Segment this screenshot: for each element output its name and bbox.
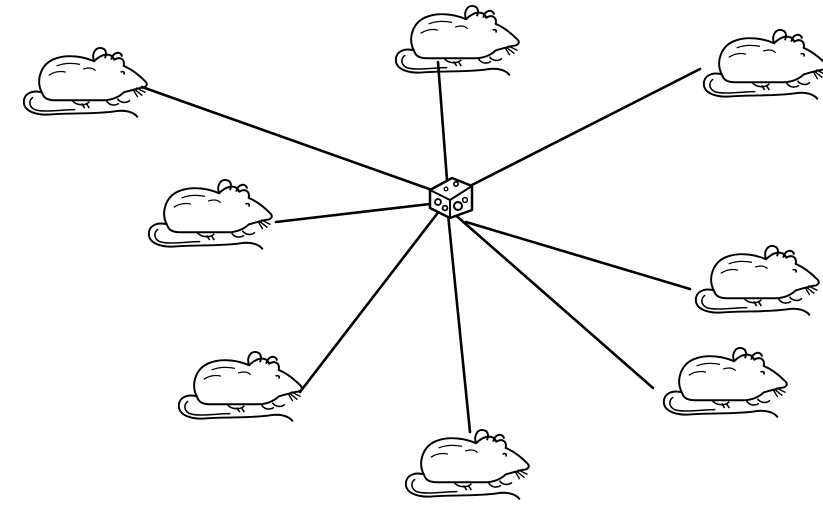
mouse-icon <box>179 352 302 421</box>
edge-mouse-bottom-left <box>300 210 440 392</box>
network-nodes <box>24 6 823 499</box>
mouse-icon <box>396 6 519 75</box>
mouse-icon <box>664 348 787 417</box>
cheese-icon <box>430 178 472 218</box>
edge-mouse-top <box>438 62 447 180</box>
network-edges <box>142 62 700 432</box>
mouse-icon <box>149 180 272 249</box>
mouse-icon <box>24 48 147 117</box>
edge-mouse-mid-left <box>276 204 430 222</box>
edge-mouse-bottom-right <box>452 212 653 388</box>
network-hub <box>430 178 472 218</box>
edge-mouse-top-left <box>142 87 432 190</box>
edge-mouse-bottom <box>448 214 470 432</box>
edge-mouse-top-right <box>466 69 700 188</box>
edge-mouse-mid-right <box>466 222 690 289</box>
mouse-icon <box>704 30 823 99</box>
mouse-icon <box>406 430 529 499</box>
mouse-icon <box>696 246 819 315</box>
